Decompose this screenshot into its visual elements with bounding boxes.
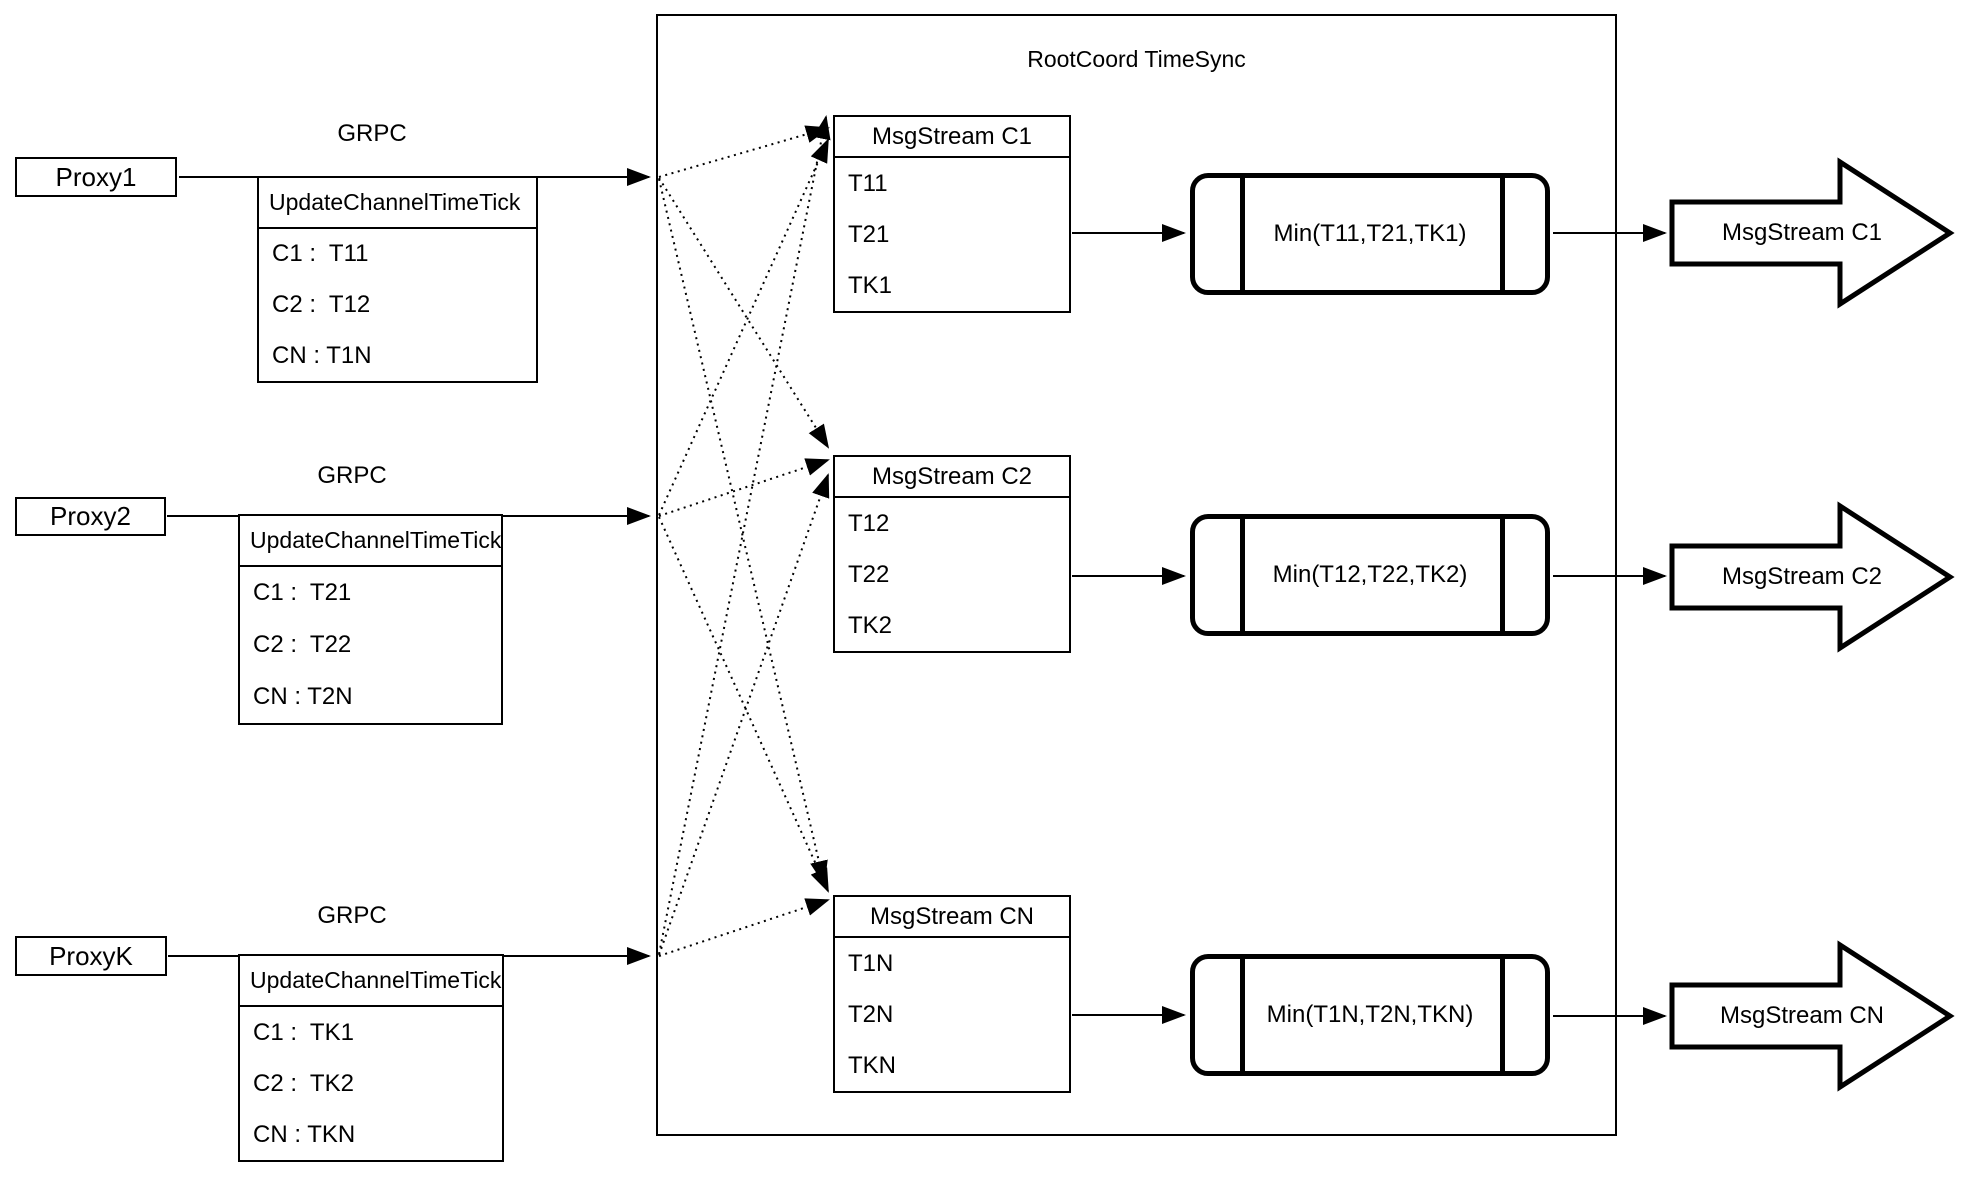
stream-table-c1: MsgStream C1 T11 T21 TK1: [833, 115, 1071, 313]
update-table-3-header: UpdateChannelTimeTick: [240, 956, 502, 1007]
update-table-2-header: UpdateChannelTimeTick: [240, 516, 501, 567]
update-table-1-header: UpdateChannelTimeTick: [259, 178, 536, 229]
output-arrow-label-2: MsgStream C2: [1721, 563, 1883, 590]
stream-table-cn-header: MsgStream CN: [835, 897, 1069, 938]
update-table-2-entry: C1 : T21: [253, 579, 352, 606]
proxy1-box: Proxy1: [15, 157, 177, 197]
rootcoord-title: RootCoord TimeSync: [1027, 46, 1246, 72]
stream-table-cn-entry: T2N: [848, 1000, 894, 1028]
stream-table-c1-entry: TK1: [848, 271, 893, 299]
update-table-1-entry: C1 : T11: [272, 240, 369, 268]
min-label-1: Min(T11,T21,TK1): [1273, 220, 1467, 247]
stream-table-c2-entry: T12: [848, 509, 890, 537]
stream-table-c2-header: MsgStream C2: [835, 457, 1069, 498]
grpc-label-3: GRPC: [317, 902, 387, 929]
min-box-1-left-bar: [1240, 178, 1245, 290]
update-table-1-entry: C2 : T12: [272, 291, 371, 318]
update-table-3-entry: C1 : TK1: [253, 1018, 354, 1046]
min-label-2: Min(T12,T22,TK2): [1272, 561, 1468, 588]
update-table-1: UpdateChannelTimeTick C1 : T11 C2 : T12 …: [257, 176, 538, 383]
min-box-2: Min(T12,T22,TK2): [1190, 514, 1550, 636]
min-box-2-right-bar: [1500, 519, 1505, 631]
update-table-2-entry: CN : T2N: [253, 683, 353, 710]
grpc-label-1: GRPC: [337, 120, 407, 147]
min-box-2-left-bar: [1240, 519, 1245, 631]
stream-table-cn-entry: T1N: [848, 949, 894, 977]
rootcoord-box: RootCoord TimeSync: [656, 14, 1617, 1136]
stream-table-cn-entry: TKN: [848, 1051, 896, 1079]
output-arrow-label-3: MsgStream CN: [1719, 1002, 1885, 1029]
stream-table-c2-entry: TK2: [848, 611, 893, 639]
proxyk-box: ProxyK: [15, 936, 167, 976]
min-box-1-right-bar: [1500, 178, 1505, 290]
stream-table-cn: MsgStream CN T1N T2N TKN: [833, 895, 1071, 1093]
update-table-3-entry: CN : TKN: [253, 1120, 356, 1148]
stream-table-c1-entry: T11: [848, 169, 888, 197]
min-box-3-left-bar: [1240, 959, 1245, 1071]
min-box-3: Min(T1N,T2N,TKN): [1190, 954, 1550, 1076]
update-table-2: UpdateChannelTimeTick C1 : T21 C2 : T22 …: [238, 514, 503, 725]
min-box-1: Min(T11,T21,TK1): [1190, 173, 1550, 295]
update-table-3-entry: C2 : TK2: [253, 1069, 354, 1097]
stream-table-c1-entry: T21: [848, 220, 890, 248]
output-arrow-label-1: MsgStream C1: [1721, 219, 1883, 246]
min-label-3: Min(T1N,T2N,TKN): [1266, 1001, 1474, 1028]
update-table-2-entry: C2 : T22: [253, 631, 352, 658]
update-table-1-entry: CN : T1N: [272, 341, 372, 369]
stream-table-c1-header: MsgStream C1: [835, 117, 1069, 158]
min-box-3-right-bar: [1500, 959, 1505, 1071]
stream-table-c2: MsgStream C2 T12 T22 TK2: [833, 455, 1071, 653]
update-table-3: UpdateChannelTimeTick C1 : TK1 C2 : TK2 …: [238, 954, 504, 1162]
proxy2-box: Proxy2: [15, 497, 166, 536]
grpc-label-2: GRPC: [317, 462, 387, 489]
stream-table-c2-entry: T22: [848, 560, 890, 588]
